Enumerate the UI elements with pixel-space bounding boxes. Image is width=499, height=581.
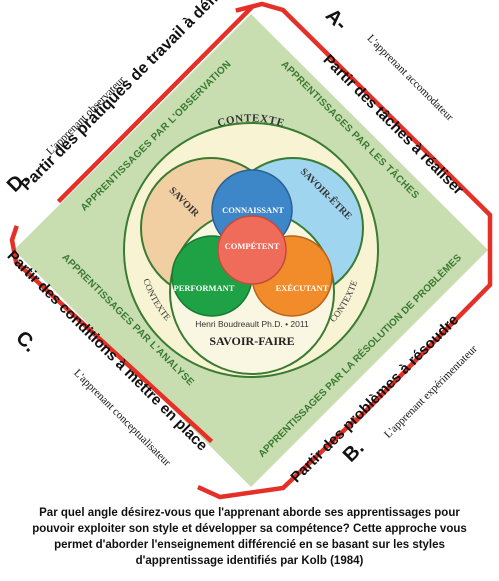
competent-label: COMPÉTENT bbox=[225, 241, 280, 251]
red-frame bbox=[9, 1, 493, 500]
learner-experimentateur: L'apprenant expérimentateur bbox=[382, 343, 480, 441]
savoir-faire-label: SAVOIR-FAIRE bbox=[209, 334, 294, 348]
author-label: Henri Boudreault Ph.D. • 2011 bbox=[195, 319, 309, 329]
connaissant-label: CONNAISSANT bbox=[222, 205, 284, 215]
corner-c-letter: C. bbox=[11, 327, 41, 357]
competent-circle bbox=[217, 215, 287, 285]
kolb-competence-diagram: CONTEXTE CONTEXTE CONTEXTE SAVOIR SAVOIR… bbox=[3, 0, 493, 500]
performant-label: PERFORMANT bbox=[174, 283, 235, 293]
caption-text: Par quel angle désirez-vous que l'appren… bbox=[32, 507, 467, 567]
context-top-label: CONTEXTE bbox=[216, 112, 286, 129]
corner-a-letter: A- bbox=[321, 5, 351, 35]
executant-label: EXÉCUTANT bbox=[276, 283, 329, 293]
